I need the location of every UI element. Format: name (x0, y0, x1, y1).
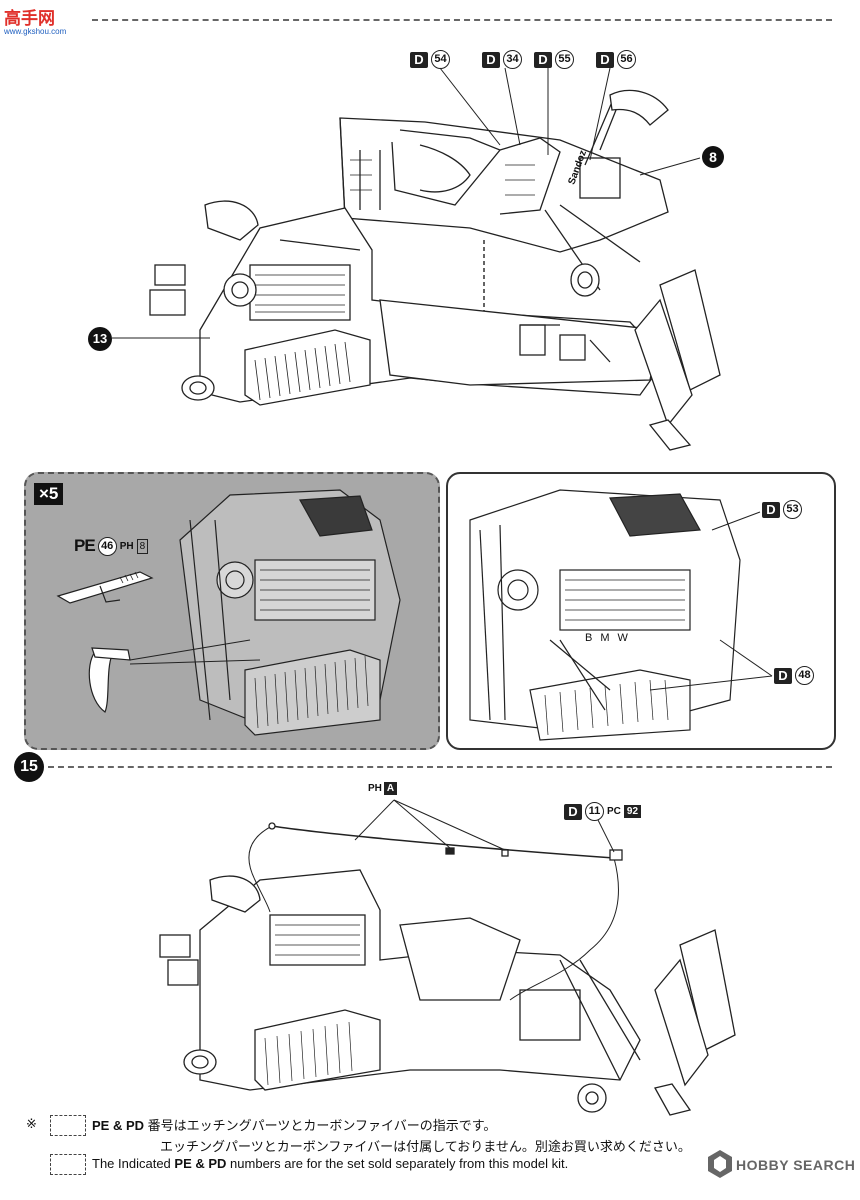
hobby-search-logo-mark (708, 1150, 732, 1178)
footnote-jp-line1: PE & PD 番号はエッチングパーツとカーボンファイバーの指示です。 (92, 1115, 496, 1134)
footnote-blank-box-2 (50, 1154, 86, 1175)
decal-letter: D (762, 501, 780, 518)
decal-letter: D (596, 51, 614, 68)
callout-d54: D 54 (410, 50, 450, 69)
callout-d53: D 53 (762, 500, 802, 519)
decal-number: 53 (783, 500, 802, 519)
pe-label: PE (74, 536, 96, 555)
decal-letter: D (534, 51, 552, 68)
callout-d34: D 34 (482, 50, 522, 69)
monocoque-upper-drawing (339, 89, 669, 297)
pc-label: PC (607, 806, 621, 817)
watermark-site-name: 高手网 (4, 9, 55, 29)
engine-lettering-detail: BMW (585, 632, 636, 644)
top-divider (92, 19, 832, 21)
decal-number: 55 (555, 50, 574, 69)
footnote-en-line: The Indicated PE & PD numbers are for th… (92, 1156, 568, 1171)
d11-pc92-label: D 11 PC 92 (564, 802, 642, 821)
step15-car-drawing (159, 799, 736, 1116)
en-suffix: numbers are for the set sold separately … (230, 1156, 569, 1171)
pe-number: 46 (97, 536, 117, 556)
decal-letter: D (482, 51, 500, 68)
pc-number: 92 (623, 805, 642, 818)
decal-letter: D (410, 51, 428, 68)
watermark-site-url: www.gkshou.com (4, 27, 67, 36)
callout-d56: D 56 (596, 50, 636, 69)
decal-number: 11 (585, 802, 604, 821)
quantity-badge: ×5 (34, 483, 64, 505)
decal-number: 54 (431, 50, 450, 69)
decal-number: 48 (795, 666, 814, 685)
decal-letter: D (564, 803, 582, 820)
ph-letter: A (383, 782, 398, 795)
detail-panel-left (24, 472, 440, 750)
step-8-reference: 8 (702, 146, 724, 168)
step-13-badge: 13 (88, 327, 112, 351)
ph-label: PH (368, 783, 382, 794)
ph-a-label: PH A (368, 782, 398, 795)
decal-letter: D (774, 667, 792, 684)
footnote-asterisk: ※ (26, 1116, 37, 1131)
chassis-lower-drawing (149, 200, 721, 451)
en-prefix: The Indicated (92, 1156, 171, 1171)
pe-pd-label-en: PE & PD (174, 1156, 227, 1171)
watermark-logo: 高手网 www.gkshou.com (4, 4, 66, 36)
ph-label: PH (119, 540, 134, 552)
footnote-jp-line2: エッチングパーツとカーボンファイバーは付属しておりません。別途お買い求めください… (160, 1139, 691, 1154)
decal-number: 56 (617, 50, 636, 69)
step15-divider (48, 766, 832, 768)
callout-d55: D 55 (534, 50, 574, 69)
step-15-badge: 15 (14, 752, 44, 782)
footnote-blank-box-1 (50, 1115, 86, 1136)
callout-d48: D 48 (774, 666, 814, 685)
jp-text-1: 番号はエッチングパーツとカーボンファイバーの指示です。 (147, 1118, 497, 1133)
ph-number: 8 (136, 538, 149, 554)
decal-number: 34 (503, 50, 522, 69)
pe-pd-label: PE & PD (92, 1118, 145, 1133)
hobby-search-logo-text: HOBBY SEARCH (736, 1157, 856, 1173)
pe-ph-label: PE 46 PH 8 (74, 536, 149, 556)
